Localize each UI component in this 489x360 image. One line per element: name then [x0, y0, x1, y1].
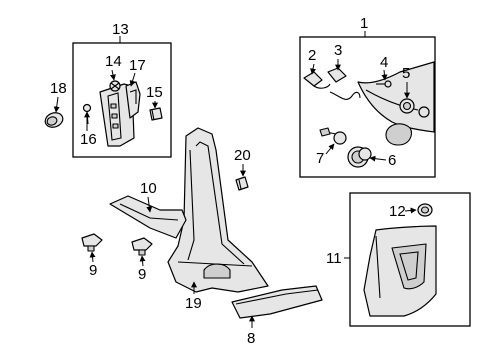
part-19-pillar-trim: 19: [167, 127, 269, 312]
callout-1: 1: [360, 15, 368, 32]
callout-14: 14: [105, 53, 122, 70]
callout-5: 5: [402, 65, 410, 82]
part-9-clip-left: 9: [81, 233, 103, 279]
callout-15: 15: [146, 84, 163, 101]
part-2-bracket: [303, 71, 331, 89]
part-10-scuff-panel: 10: [109, 180, 187, 239]
part-5-grommet: [399, 98, 415, 114]
group-1-box: 1: [299, 15, 436, 178]
part-6-lamp: [347, 146, 372, 168]
part-7-socket: [319, 127, 347, 145]
callout-6: 6: [388, 152, 396, 169]
callout-11: 11: [326, 250, 342, 267]
callout-19: 19: [185, 295, 202, 312]
callout-8: 8: [247, 330, 255, 347]
wire-harness: [329, 91, 361, 100]
part-3-clip: [327, 67, 347, 83]
part-18-cap: 18: [44, 80, 67, 128]
part-17-trim-strip: [99, 81, 141, 147]
small-grommet: [418, 106, 430, 118]
callout-18: 18: [50, 80, 67, 97]
callout-2: 2: [308, 47, 316, 64]
callout-3: 3: [334, 42, 342, 59]
part-12-grommet: [417, 203, 433, 217]
part-15-clip: [149, 107, 163, 121]
group-11-box: 11 12: [326, 192, 471, 327]
part-1-quarter-trim: [357, 61, 435, 146]
callout-13: 13: [112, 21, 129, 38]
callout-9-right: 9: [138, 266, 146, 283]
part-20-clip: 20: [234, 147, 251, 191]
group-13-box: 13 14 17 15 16: [72, 21, 172, 158]
callout-12: 12: [389, 203, 406, 220]
group-13-frame: [72, 42, 172, 158]
callout-20: 20: [234, 147, 251, 164]
group-11-frame: [349, 192, 471, 327]
part-9-clip-right: 9: [131, 237, 153, 283]
part-8-sill-plate: 8: [231, 285, 323, 347]
callout-7: 7: [316, 150, 324, 167]
part-14-fastener: [109, 80, 121, 92]
callout-16: 16: [80, 131, 97, 148]
part-4-screw: [376, 80, 392, 88]
group-1-frame: [299, 36, 436, 178]
callout-9-left: 9: [89, 262, 97, 279]
part-11-lower-quarter-trim: [363, 225, 437, 317]
callout-4: 4: [380, 54, 388, 71]
callout-10: 10: [140, 180, 157, 197]
callout-17: 17: [129, 57, 146, 74]
